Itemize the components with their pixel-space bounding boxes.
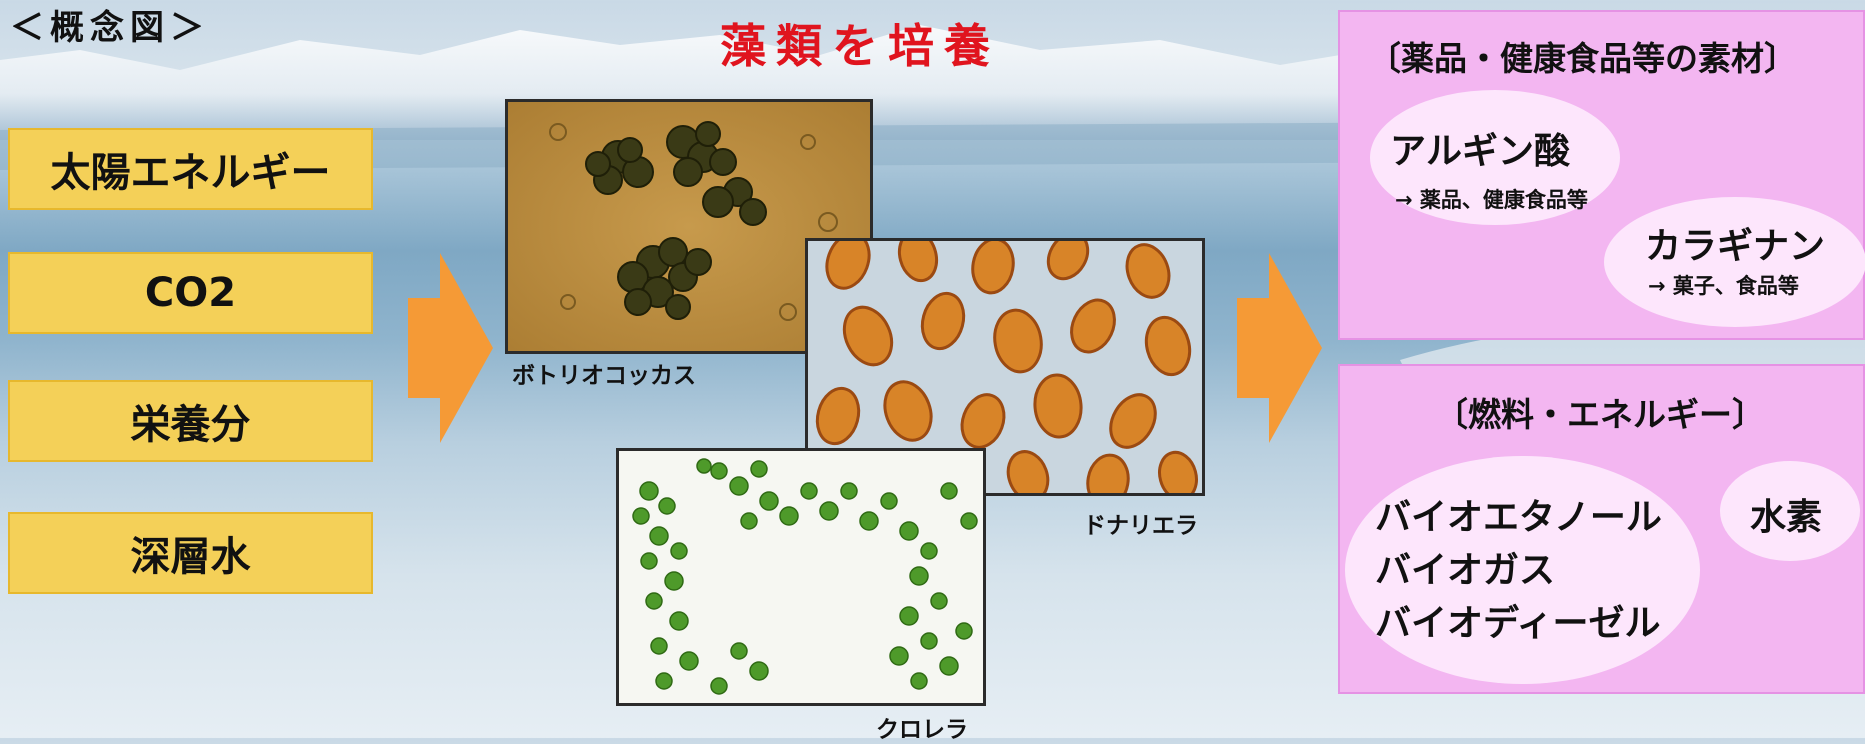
input-co2: CO2	[8, 252, 373, 334]
dunaliella-photo	[805, 238, 1205, 496]
hydrogen-label: 水素	[1750, 497, 1823, 538]
fuel-energy-panel: 〔燃料・エネルギー〕 バイオエタノール バイオガス バイオディーゼル 水素	[1338, 364, 1865, 694]
carrageenan-label: カラギナン	[1645, 226, 1826, 267]
concept-diagram-title: ＜概念図＞	[10, 8, 210, 48]
pharma-materials-panel: 〔薬品・健康食品等の素材〕 アルギン酸 → 薬品、健康食品等 カラギナン → 菓…	[1338, 10, 1865, 340]
hydrogen-bubble	[1720, 461, 1860, 561]
input-deep-sea-water: 深層水	[8, 512, 373, 594]
culture-algae-title: 藻類を培養	[720, 19, 1000, 73]
biodiesel-label: バイオディーゼル	[1375, 603, 1661, 644]
alginic-acid-label: アルギン酸	[1390, 131, 1571, 172]
biofuel-bubble	[1345, 456, 1700, 684]
alginic-acid-bubble	[1370, 90, 1620, 225]
carrageenan-bubble	[1604, 197, 1865, 327]
bioethanol-label: バイオエタノール	[1375, 497, 1662, 538]
chlorella-caption: クロレラ	[876, 717, 968, 743]
biogas-label: バイオガス	[1375, 550, 1556, 591]
chlorella-photo	[616, 448, 986, 706]
pharma-panel-title: 〔薬品・健康食品等の素材〕	[1368, 39, 1797, 78]
input-nutrients: 栄養分	[8, 380, 373, 462]
alginic-acid-use: → 薬品、健康食品等	[1395, 188, 1588, 212]
carrageenan-use: → 菓子、食品等	[1648, 274, 1799, 298]
arrow-right-icon	[1237, 253, 1322, 443]
arrow-right-icon	[408, 253, 493, 443]
dunaliella-caption: ドナリエラ	[1083, 513, 1198, 539]
input-solar-energy: 太陽エネルギー	[8, 128, 373, 210]
fuel-panel-title: 〔燃料・エネルギー〕	[1435, 395, 1765, 434]
botryococcus-caption: ボトリオコッカス	[512, 363, 696, 389]
